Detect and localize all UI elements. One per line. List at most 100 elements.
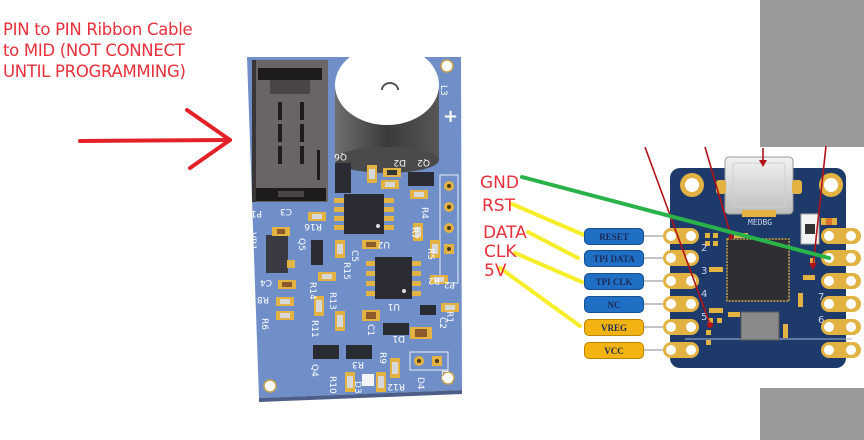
- pin-numbers: 2 3 4 5 7 6: [701, 243, 824, 326]
- signal-label-rst: RST: [482, 196, 515, 216]
- silk-label: C3: [280, 206, 292, 216]
- svg-text:+: +: [443, 106, 458, 127]
- pin-number: 6: [818, 315, 824, 326]
- silk-label: Q4: [309, 364, 319, 377]
- diode-d1: [383, 323, 409, 335]
- silk-label: L3: [438, 85, 448, 96]
- silk-label: R1: [444, 311, 454, 323]
- ic-u2: [334, 194, 394, 234]
- board-name-label: MEDBG: [748, 218, 772, 227]
- signal-label-gnd: GND: [480, 173, 519, 193]
- pin-pad: [644, 250, 699, 266]
- arrow-down-icon: [809, 263, 817, 270]
- pointer-lines: [644, 145, 827, 325]
- silk-label: D4: [415, 377, 425, 390]
- note-line-2: to MID (NOT CONNECT: [3, 41, 185, 60]
- pin-number: 7: [818, 292, 824, 303]
- silk-label: R12: [387, 381, 405, 391]
- silk-label: C4: [260, 277, 272, 287]
- right-pin-pads: [821, 228, 861, 358]
- silk-label: U2: [378, 239, 390, 249]
- arrow-down-icon: [759, 160, 767, 167]
- silk-label: R10: [327, 376, 337, 394]
- pin-pad: [821, 273, 861, 289]
- mount-hole: [441, 371, 455, 385]
- 5v-wire: [498, 266, 582, 328]
- pointer-dot: [728, 234, 734, 240]
- pin-number: 2: [701, 243, 707, 254]
- pin-pad: [644, 296, 699, 312]
- pin-pad: [821, 319, 861, 335]
- silk-label: R4: [419, 207, 429, 219]
- passive-components: [272, 165, 459, 392]
- pin-tag-tpi-data: TPI DATA: [584, 250, 644, 267]
- pin-number: 5: [701, 312, 707, 323]
- silk-label: D2: [393, 157, 406, 167]
- silk-label: C1: [365, 324, 375, 336]
- signal-label-5v: 5V: [484, 261, 507, 281]
- pin-tag-vreg: VREG: [584, 319, 644, 336]
- right-pcb-board: MEDBG 2 3 4: [670, 156, 852, 368]
- pointer-line: [704, 146, 732, 237]
- silk-label: R7: [409, 227, 419, 239]
- pointer-line: [812, 145, 827, 268]
- pin-pad: [821, 228, 861, 244]
- note-line-3: UNTIL PROGRAMMING): [3, 62, 186, 81]
- silk-label: R11: [309, 320, 319, 338]
- note-line-1: PIN to PIN Ribbon Cable: [3, 20, 193, 39]
- transistor-q4: [313, 345, 339, 359]
- pointer-line: [644, 146, 711, 325]
- pointer-dot: [707, 322, 713, 328]
- gnd-wire: [520, 175, 831, 260]
- silk-label: R14: [307, 282, 317, 300]
- silk-label: Q2: [417, 157, 430, 167]
- silk-label: C5: [349, 250, 359, 262]
- silk-label: R2: [428, 275, 440, 285]
- pin-pad: [644, 342, 699, 358]
- silk-label: R3: [352, 359, 364, 369]
- transistor-q6: [335, 163, 351, 193]
- silk-label: D1: [392, 333, 405, 343]
- transistor-q2: [408, 172, 434, 186]
- pin-pad: [644, 319, 699, 335]
- silk-label: R5: [425, 248, 435, 260]
- pin-pad: [644, 273, 699, 289]
- mount-hole: [440, 59, 454, 73]
- signal-label-clk: CLK: [484, 242, 517, 262]
- transistor-q3: [346, 345, 372, 359]
- pin-tag-reset: RESET: [584, 228, 644, 245]
- left-pin-pads: [644, 228, 699, 358]
- pin-tag-tpi-clk: TPI CLK: [584, 273, 644, 290]
- pin-pad: [821, 296, 861, 312]
- silkscreen-labels: P1 C3 R16 VR1 Q5 U2 C5 R15 C4 R14 R8 R13…: [247, 85, 455, 394]
- silk-label: C2: [437, 317, 447, 329]
- mcu-chip: [726, 238, 790, 302]
- mount-hole: [263, 379, 277, 393]
- silk-label: D3: [352, 381, 362, 394]
- usb-connector: [716, 156, 802, 217]
- silk-label: P1: [251, 208, 262, 218]
- signal-label-data: DATA: [483, 223, 527, 243]
- pin-number: 3: [701, 266, 707, 277]
- silk-label: L1: [439, 370, 449, 381]
- buzzer: +: [335, 45, 458, 173]
- pin-tag-nc: NC: [584, 296, 644, 313]
- gray-panel-bottom: [760, 388, 864, 440]
- gray-panel-top: [760, 0, 864, 147]
- silk-label: Q5: [296, 238, 306, 251]
- crystal: [740, 311, 780, 341]
- left-pcb-board: +: [247, 45, 462, 402]
- transistor-q5: [311, 240, 323, 265]
- pin-tag-vcc: VCC: [584, 342, 644, 359]
- diode-d10: [420, 305, 436, 315]
- silk-label: P2: [444, 279, 455, 289]
- silk-label: R15: [341, 262, 351, 280]
- ribbon-cable-note: PIN to PIN Ribbon Cable to MID (NOT CONN…: [3, 19, 193, 82]
- data-wire: [526, 230, 580, 260]
- pin-pad: [644, 228, 699, 244]
- ribbon-connector: [252, 60, 328, 202]
- silk-label: R16: [304, 221, 322, 231]
- silk-label: VR1: [247, 232, 257, 250]
- clk-wire: [513, 251, 584, 284]
